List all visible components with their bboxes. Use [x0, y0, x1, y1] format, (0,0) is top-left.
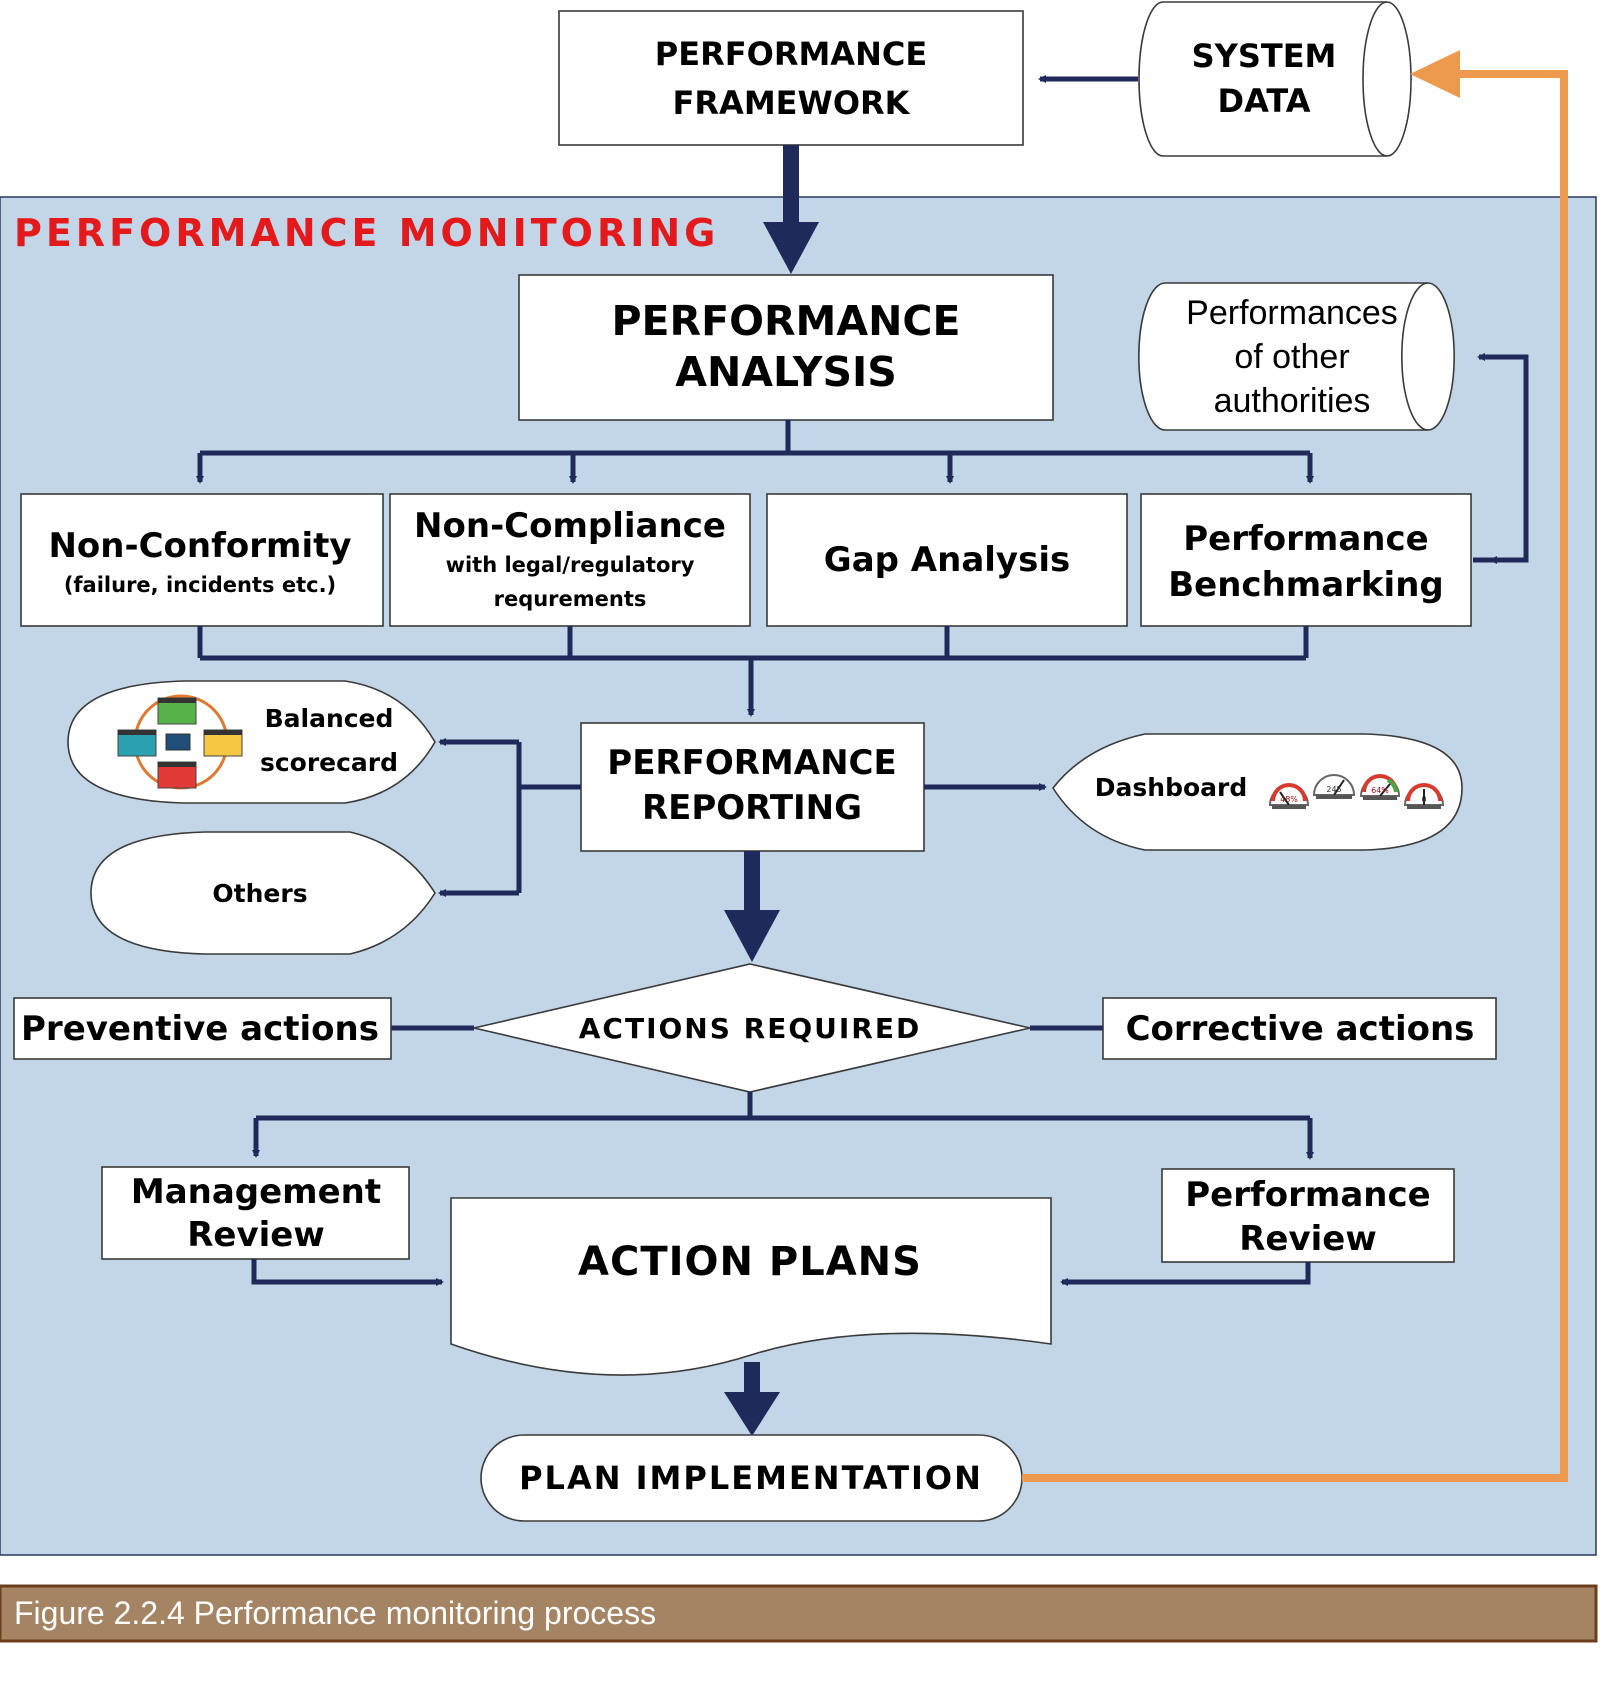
system-data-line-1: SYSTEM — [1192, 37, 1337, 75]
caption-bar — [0, 1584, 1598, 1643]
system-data-cylinder: SYSTEM DATA — [1138, 1, 1412, 157]
arrow-management-to-plans — [251, 1259, 444, 1286]
other-authorities-line-1: Performances — [1186, 294, 1398, 332]
caption-text: Figure 2.2.4 Performance monitoring proc… — [14, 1595, 656, 1631]
categories-merge-connectors — [197, 626, 1309, 717]
panel-title: PERFORMANCE MONITORING — [14, 211, 719, 255]
gap-analysis-box: Gap Analysis — [766, 493, 1128, 627]
gauge-3-value: 64% — [1371, 786, 1389, 795]
gauge-1-icon: 48% — [1268, 783, 1310, 809]
decision-branch-connectors — [252, 1092, 1314, 1160]
non-compliance-sub-1: with legal/regulatory — [446, 553, 695, 577]
management-review-line-2: Review — [187, 1215, 325, 1255]
non-conformity-box: Non-Conformity (failure, incidents etc.) — [20, 493, 384, 627]
performance-analysis-box: PERFORMANCE ANALYSIS — [518, 274, 1054, 421]
benchmarking-line-2: Benchmarking — [1168, 565, 1444, 605]
non-compliance-title: Non-Compliance — [414, 506, 726, 546]
corrective-actions-box: Corrective actions — [1102, 997, 1497, 1060]
benchmarking-line-1: Performance — [1183, 519, 1428, 559]
other-authorities-cylinder: Performances of other authorities — [1138, 282, 1455, 431]
reporting-left-connectors — [438, 738, 581, 897]
performance-review-box: Performance Review — [1161, 1168, 1455, 1263]
performance-review-line-1: Performance — [1185, 1175, 1430, 1215]
feedback-arrowhead — [1410, 50, 1460, 98]
balanced-scorecard-shape: Balanced scorecard — [67, 680, 436, 804]
performance-reporting-box: PERFORMANCE REPORTING — [580, 722, 925, 852]
analysis-line-1: PERFORMANCE — [611, 297, 960, 345]
gauge-3-icon: 64% — [1359, 774, 1401, 800]
balanced-scorecard-icon — [117, 694, 243, 790]
framework-line-2: FRAMEWORK — [673, 84, 911, 122]
preventive-actions-box: Preventive actions — [13, 997, 392, 1060]
non-compliance-box: Non-Compliance with legal/regulatory req… — [389, 493, 751, 627]
plan-implementation-label: PLAN IMPLEMENTATION — [519, 1459, 983, 1497]
non-conformity-sub: (failure, incidents etc.) — [64, 573, 336, 597]
analysis-branch-connectors — [196, 420, 1314, 484]
gap-analysis-title: Gap Analysis — [824, 540, 1070, 580]
non-conformity-title: Non-Conformity — [48, 526, 351, 566]
corrective-actions-label: Corrective actions — [1126, 1009, 1475, 1049]
management-review-box: Management Review — [101, 1166, 410, 1260]
reporting-line-1: PERFORMANCE — [607, 743, 896, 783]
dashboard-shape: Dashboard 48% 245 64% — [1052, 733, 1463, 851]
system-data-line-2: DATA — [1218, 82, 1311, 120]
gauge-2-value: 245 — [1326, 785, 1341, 794]
gauge-4-value: 0 — [1421, 795, 1426, 804]
others-label: Others — [212, 879, 307, 908]
actions-required-label: ACTIONS REQUIRED — [579, 1012, 921, 1045]
dashboard-gauges-icon: 48% 245 64% 0 — [1268, 774, 1445, 809]
dashboard-label: Dashboard — [1095, 773, 1247, 802]
other-authorities-line-3: authorities — [1214, 382, 1371, 420]
analysis-line-2: ANALYSIS — [675, 348, 897, 396]
framework-line-1: PERFORMANCE — [655, 35, 927, 73]
gauge-1-value: 48% — [1280, 795, 1298, 804]
preventive-actions-label: Preventive actions — [21, 1009, 379, 1049]
gauge-4-icon: 0 — [1403, 783, 1445, 809]
action-plans-document: ACTION PLANS — [450, 1197, 1052, 1376]
performance-framework-box: PERFORMANCE FRAMEWORK — [558, 10, 1024, 146]
balanced-scorecard-line-2: scorecard — [260, 748, 398, 777]
gauge-2-icon: 245 — [1312, 774, 1356, 799]
benchmark-authorities-connector — [1473, 353, 1529, 564]
reporting-line-2: REPORTING — [642, 788, 862, 828]
action-plans-label: ACTION PLANS — [578, 1239, 922, 1285]
other-authorities-line-2: of other — [1234, 338, 1349, 376]
non-compliance-sub-2: requrements — [494, 587, 647, 611]
management-review-line-1: Management — [131, 1172, 381, 1212]
plan-implementation-terminator: PLAN IMPLEMENTATION — [480, 1434, 1023, 1522]
others-shape: Others — [90, 831, 436, 955]
balanced-scorecard-line-1: Balanced — [265, 704, 394, 733]
performance-review-line-2: Review — [1239, 1219, 1377, 1259]
feedback-loop-line — [1022, 70, 1568, 1482]
benchmarking-box: Performance Benchmarking — [1140, 493, 1472, 627]
arrow-performance-to-plans — [1060, 1262, 1311, 1286]
